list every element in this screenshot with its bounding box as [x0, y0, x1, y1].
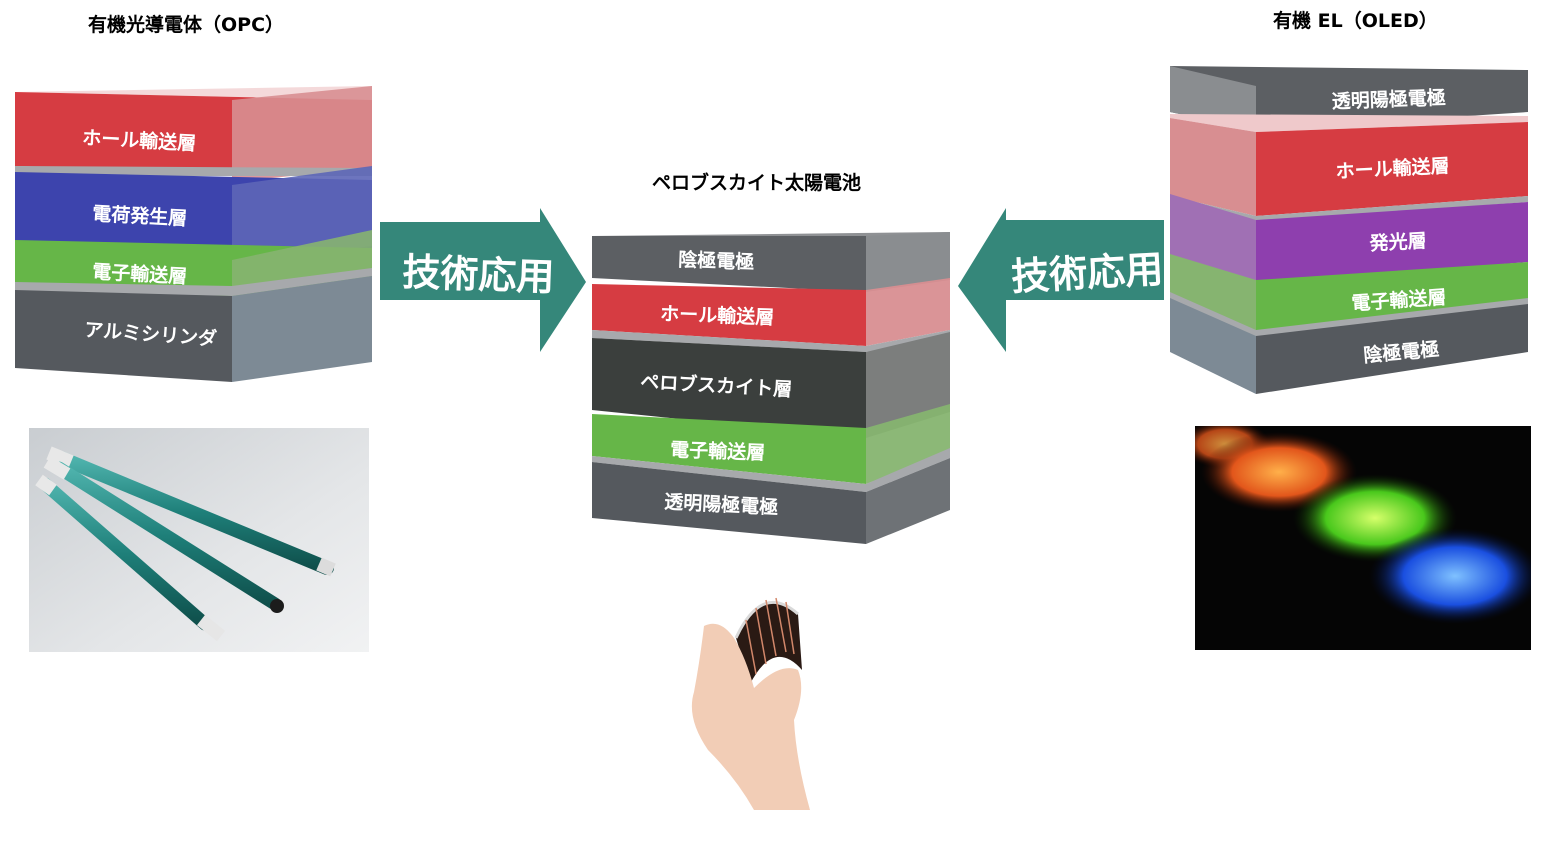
flexible-cell-photo: [691, 597, 810, 810]
layer-side-face: [866, 458, 950, 544]
layer-side-face: [866, 404, 950, 484]
oled-title: 有機 EL（OLED）: [1273, 10, 1438, 32]
layer-top-face: [1170, 114, 1528, 132]
opc-drum-photo: [29, 428, 369, 652]
layer-label: 電子輸送層: [670, 438, 766, 464]
layer-side-face: [866, 232, 950, 292]
drum-roller: [35, 474, 226, 642]
layer-gap: [15, 268, 372, 296]
opc-layer-aluminum-cylinder: アルミシリンダ: [15, 268, 372, 382]
layer-side-face: [1170, 254, 1256, 334]
arrow-right-icon: [380, 208, 586, 352]
flexible-solar-cell: [734, 597, 802, 684]
layer-front-face: [592, 236, 866, 292]
layer-side-face: [1170, 298, 1256, 394]
layer-front-face: [15, 290, 232, 382]
opc-title: 有機光導電体（OPC）: [88, 14, 285, 36]
layer-side-face: [1170, 66, 1256, 130]
oled-layer-electron-transport: 電子輸送層: [1170, 254, 1528, 334]
layer-label: 透明陽極電極: [1331, 86, 1446, 113]
layer-front-face: [1256, 122, 1528, 216]
glow-dish-blue: [1369, 528, 1531, 624]
perovskite-layer-transparent-anode: 透明陽極電極: [592, 448, 950, 544]
arrow-left-icon: [958, 208, 1164, 352]
layer-side-face: [232, 86, 372, 182]
opc-layer-hole-transport: ホール輸送層: [15, 86, 372, 182]
layer-front-face: [592, 284, 866, 346]
oled-layer-transparent-anode: 透明陽極電極: [1170, 66, 1528, 130]
layer-label: 電荷発生層: [92, 202, 188, 230]
layer-front-face: [592, 414, 866, 484]
hand: [691, 623, 810, 810]
arrow-label: 技術応用: [402, 250, 555, 299]
layer-side-face: [1170, 118, 1256, 216]
layer-label: 発光層: [1368, 229, 1427, 255]
oled-layer-cathode: 陰極電極: [1170, 292, 1528, 394]
drum-roller: [43, 456, 284, 613]
layer-side-face: [232, 276, 372, 382]
layer-label: 陰極電極: [678, 248, 755, 274]
layer-front-face: [592, 462, 866, 544]
opc-layer-charge-generation: 電荷発生層: [15, 166, 372, 262]
perovskite-layer-cathode: 陰極電極: [592, 232, 950, 292]
perovskite-title: ペロブスカイト太陽電池: [652, 172, 862, 194]
drum-roller: [46, 446, 336, 577]
layer-gap: [15, 166, 372, 176]
layer-label: 電子輸送層: [92, 260, 188, 288]
layer-front-face: [592, 338, 866, 438]
layer-front-face: [1170, 66, 1528, 130]
layer-front-face: [1256, 262, 1528, 334]
layer-front-face: [1256, 304, 1528, 394]
layer-side-face: [866, 278, 950, 346]
perovskite-layer-hole-transport: ホール輸送層: [592, 278, 950, 346]
perovskite-layer-perovskite: ペロブスカイト層: [592, 330, 950, 438]
oled-glow-photo: [1195, 426, 1531, 650]
layer-front-face: [1256, 202, 1528, 284]
perovskite-layer-electron-transport: 電子輸送層: [592, 404, 950, 484]
layer-gap: [592, 330, 950, 352]
oled-layer-hole-transport: ホール輸送層: [1170, 114, 1528, 216]
arrow-label: 技術応用: [1010, 247, 1164, 299]
layer-label: ホール輸送層: [660, 302, 775, 329]
